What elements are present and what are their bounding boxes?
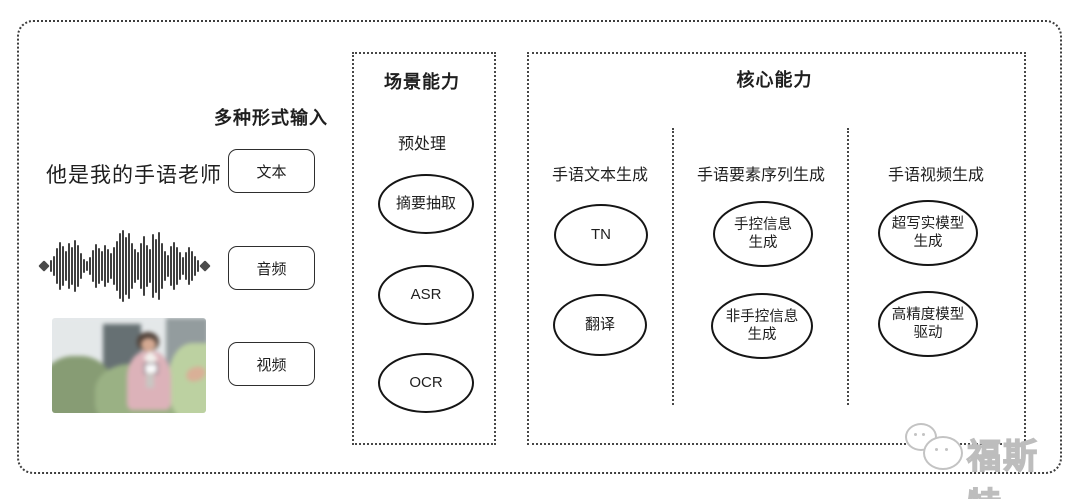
column-divider-1 — [672, 128, 674, 405]
watermark-bubble-icon — [923, 436, 963, 470]
watermark-text: 福斯特 — [966, 437, 1039, 499]
watermark: 福斯特 — [903, 423, 1068, 499]
node-translation: 翻译 — [553, 294, 647, 356]
column-header-sign-video-generation: 手语视频生成 — [887, 167, 984, 184]
input-type-text-label: 文本 — [256, 163, 287, 181]
input-type-audio-label: 音频 — [256, 260, 287, 278]
node-asr: ASR — [378, 265, 474, 325]
node-high-precision-model-driving: 高精度模型 驱动 — [878, 291, 978, 357]
preprocessing-label: 预处理 — [397, 136, 446, 153]
input-section-title: 多种形式输入 — [214, 108, 328, 128]
sample-sentence-text: 他是我的手语老师 — [46, 164, 222, 187]
node-tn: TN — [554, 204, 648, 266]
video-thumbnail — [52, 318, 206, 413]
column-header-sign-text-generation: 手语文本生成 — [551, 167, 648, 184]
outer-dotted-frame — [17, 20, 1062, 474]
node-summary-extraction: 摘要抽取 — [378, 174, 474, 234]
video-background-illustration — [52, 318, 206, 413]
input-type-text-box: 文本 — [228, 149, 315, 193]
core-capability-title: 核心能力 — [736, 70, 813, 90]
input-type-video-box: 视频 — [228, 342, 315, 386]
scene-capability-box — [352, 52, 496, 445]
node-hyperrealistic-model-generation: 超写实模型 生成 — [878, 200, 978, 266]
node-manual-info-generation: 手控信息 生成 — [713, 201, 813, 267]
node-non-manual-info-generation: 非手控信息 生成 — [711, 293, 813, 359]
core-capability-box — [527, 52, 1026, 445]
column-divider-2 — [847, 128, 849, 405]
column-header-sign-element-sequence-generation: 手语要素序列生成 — [696, 167, 825, 184]
audio-waveform-icon — [39, 229, 211, 303]
input-type-video-label: 视频 — [256, 356, 287, 374]
input-type-audio-box: 音频 — [228, 246, 315, 290]
node-ocr: OCR — [378, 353, 474, 413]
scene-capability-title: 场景能力 — [384, 72, 460, 92]
